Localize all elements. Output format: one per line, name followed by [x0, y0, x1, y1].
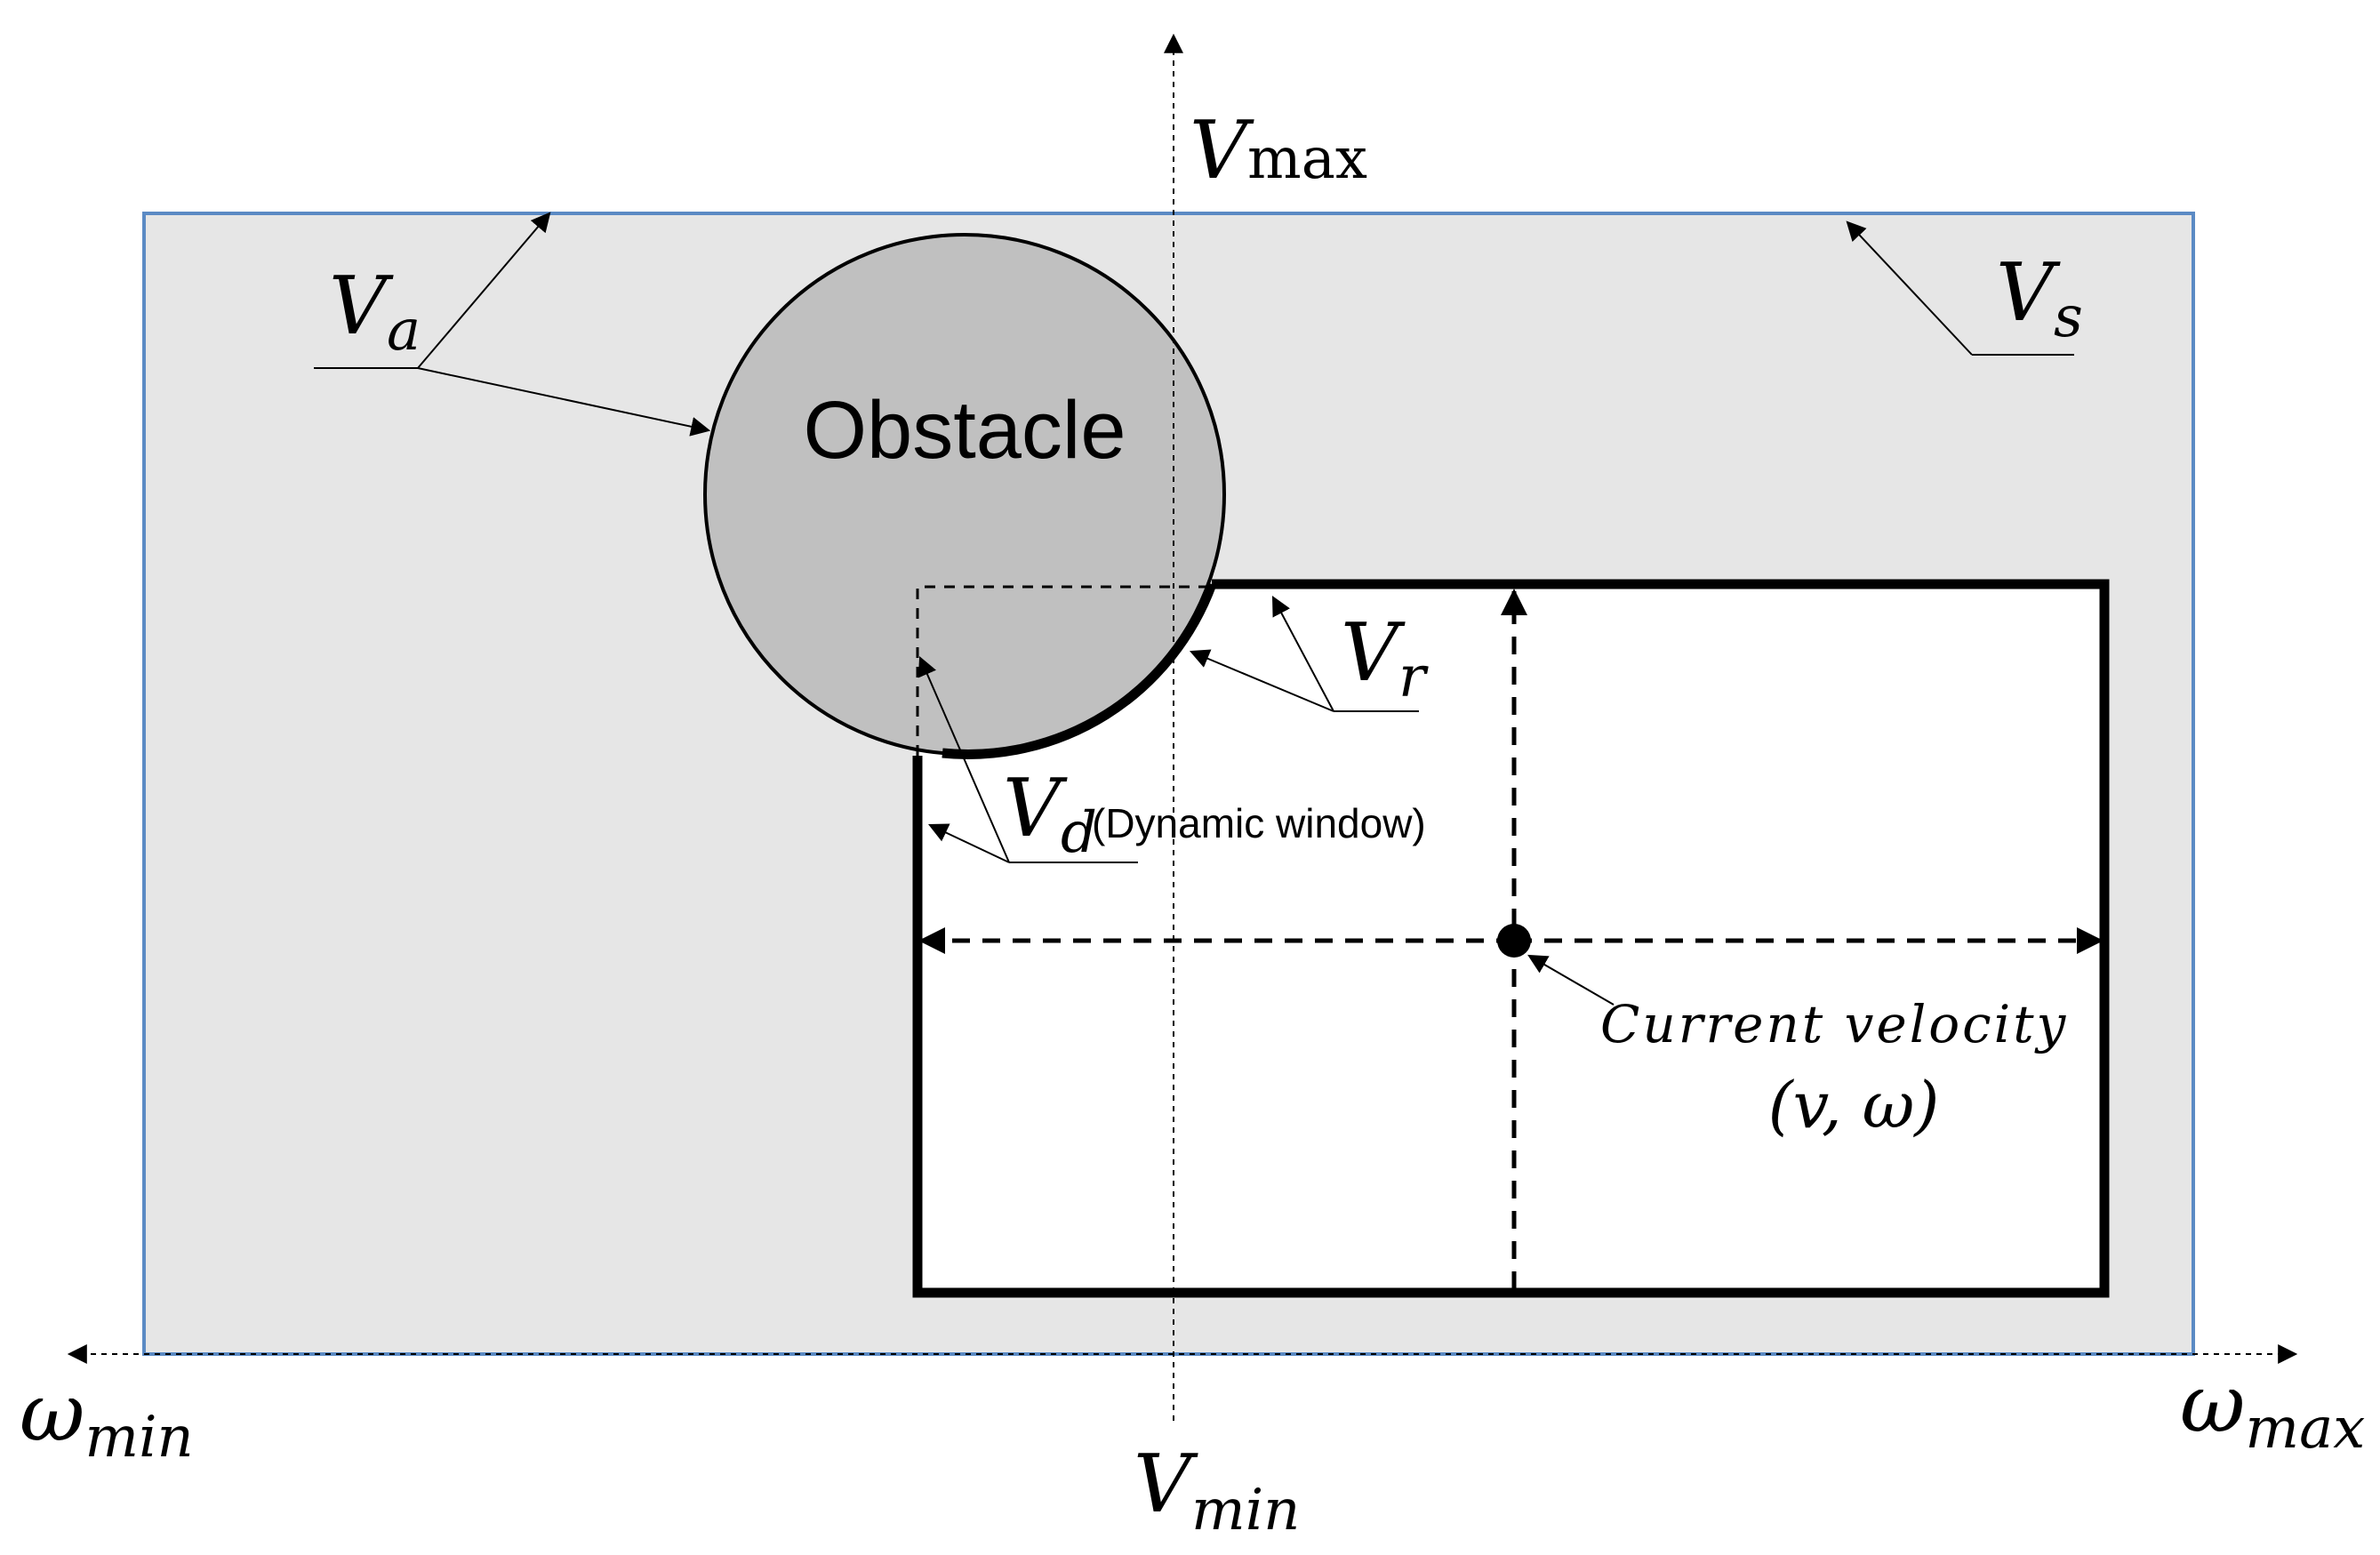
current-velocity-leader	[1527, 954, 1615, 1006]
vd-note: (Dynamic window)	[1092, 800, 1426, 846]
obstacle-circle	[703, 233, 1226, 756]
current-velocity-dot	[1497, 924, 1531, 958]
vr-arc	[942, 582, 1217, 759]
va-label: Va	[329, 260, 421, 364]
vs-leaders	[1846, 220, 2074, 356]
vmin-label: Vmin	[1134, 1438, 1300, 1543]
current-velocity-tuple: (v, ω)	[1768, 1068, 1940, 1142]
current-velocity-label: Current velocity	[1600, 994, 2068, 1054]
vd-label: Vd	[1003, 762, 1097, 866]
omega-max-label: ωmax	[2180, 1358, 2365, 1462]
vmax-label: Vmax	[1190, 104, 1367, 197]
vr-leaders	[1189, 596, 1419, 712]
vs-label: Vs	[1996, 246, 2083, 350]
omega-min-label: ωmin	[20, 1367, 194, 1471]
vd-leaders	[918, 655, 1138, 863]
vr-label: Vr	[1341, 606, 1429, 710]
va-leaders	[314, 212, 711, 437]
obstacle-label: Obstacle	[803, 385, 1126, 476]
dynamic-window-border	[912, 579, 2110, 1298]
